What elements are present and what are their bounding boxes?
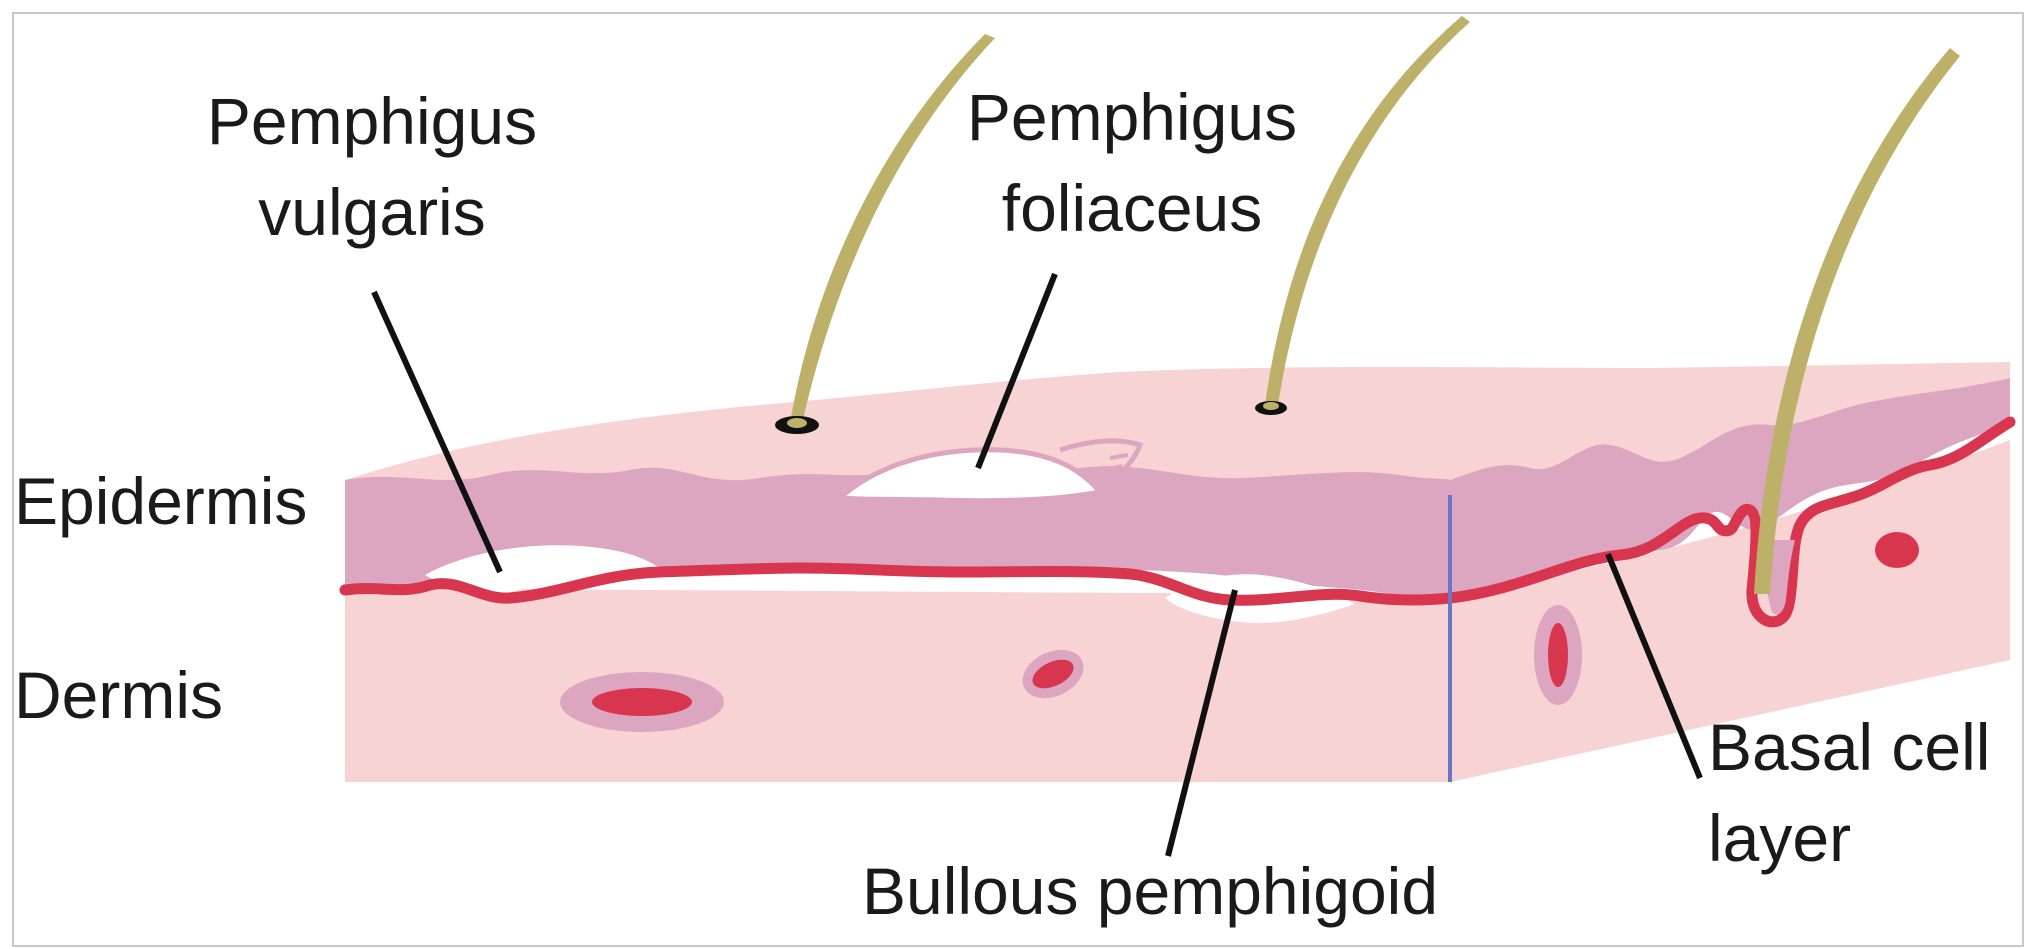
blood-vessel-1 (560, 672, 724, 732)
label-basal-cell-layer: Basal cell layer (1708, 702, 1990, 884)
label-epidermis: Epidermis (14, 456, 307, 547)
label-pemphigus-foliaceus: Pemphigus foliaceus (932, 72, 1332, 254)
label-pemphigus-foliaceus-line2: foliaceus (932, 163, 1332, 254)
blood-vessel-3 (1534, 605, 1582, 705)
label-pemphigus-vulgaris: Pemphigus vulgaris (172, 76, 572, 258)
label-dermis: Dermis (14, 650, 223, 741)
label-pemphigus-vulgaris-line1: Pemphigus (172, 76, 572, 167)
label-basal-cell-layer-line2: layer (1708, 793, 1990, 884)
label-pemphigus-foliaceus-line1: Pemphigus (932, 72, 1332, 163)
label-bullous-pemphigoid: Bullous pemphigoid (862, 846, 1438, 937)
label-basal-cell-layer-line1: Basal cell (1708, 702, 1990, 793)
hair-2-shaft-base (1263, 402, 1279, 410)
label-pemphigus-vulgaris-line2: vulgaris (172, 167, 572, 258)
blood-vessel-4 (1875, 532, 1919, 568)
hair-1-shaft-base (787, 418, 807, 428)
